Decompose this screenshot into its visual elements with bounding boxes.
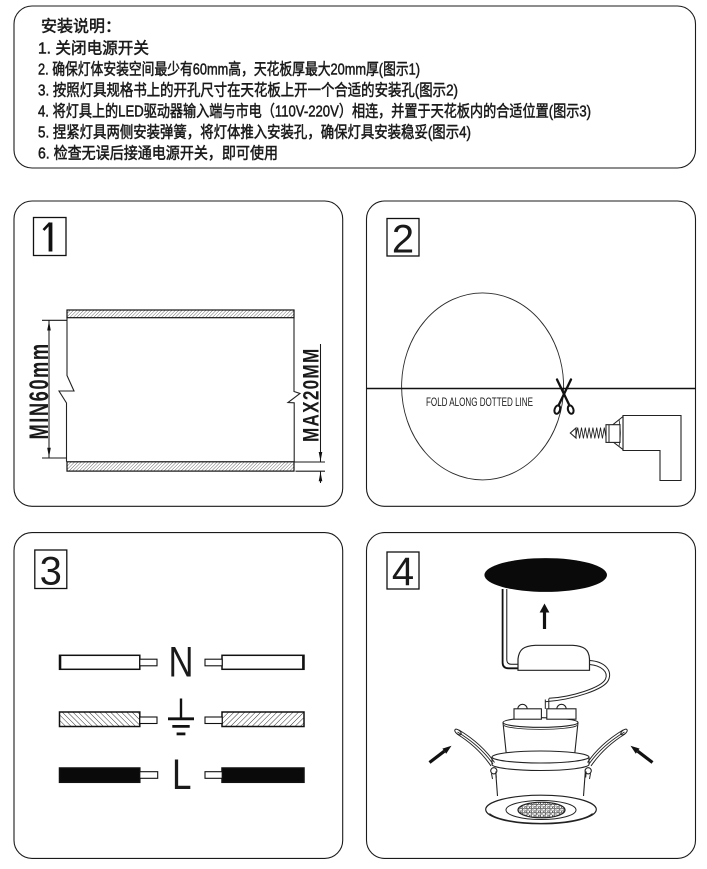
svg-text:N: N (169, 639, 194, 686)
svg-text:2. 确保灯体安装空间最少有60mm高，天花板厚最大20m: 2. 确保灯体安装空间最少有60mm高，天花板厚最大20mm厚(图示1) (38, 61, 420, 79)
svg-text:MIN60mm: MIN60mm (23, 342, 53, 439)
svg-text:安装说明：: 安装说明： (41, 18, 121, 36)
svg-text:L: L (172, 752, 192, 799)
svg-text:4: 4 (392, 550, 414, 594)
svg-text:2: 2 (392, 218, 414, 262)
svg-text:3. 按照灯具规格书上的开孔尺寸在天花板上开一个合适的安装: 3. 按照灯具规格书上的开孔尺寸在天花板上开一个合适的安装孔(图示2) (38, 82, 458, 100)
svg-text:5. 捏紧灯具两侧安装弹簧，将灯体推入安装孔，确保灯具安装: 5. 捏紧灯具两侧安装弹簧，将灯体推入安装孔，确保灯具安装稳妥(图示4) (38, 123, 471, 142)
svg-text:MAX20MM: MAX20MM (299, 347, 324, 442)
svg-text:FOLD ALONG DOTTED LINE: FOLD ALONG DOTTED LINE (426, 395, 533, 409)
svg-text:4. 将灯具上的LED驱动器输入端与市电（110V-220: 4. 将灯具上的LED驱动器输入端与市电（110V-220V）相连，并置于天花板… (38, 103, 591, 121)
svg-text:6. 检查无误后接通电源开关，即可使用: 6. 检查无误后接通电源开关，即可使用 (38, 145, 278, 163)
svg-text:1. 关闭电源开关: 1. 关闭电源开关 (38, 40, 149, 58)
svg-text:3: 3 (40, 550, 62, 594)
